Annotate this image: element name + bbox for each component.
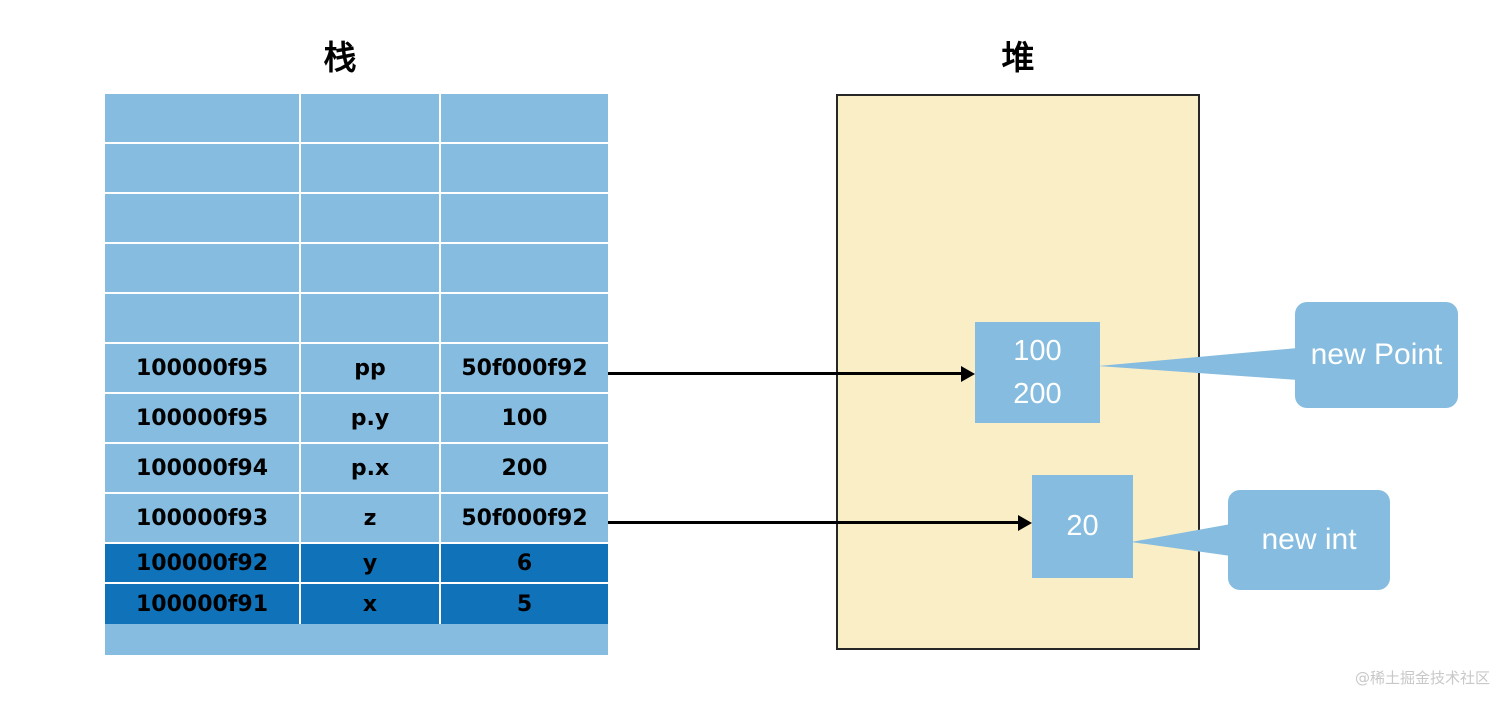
cell-value (441, 294, 608, 342)
callout-int-tail (1131, 524, 1231, 556)
table-row-y: 100000f92 y 6 (105, 544, 608, 584)
point-field-y: 200 (1013, 377, 1062, 410)
cell-address: 100000f91 (105, 584, 301, 624)
cell-name: x (301, 584, 441, 624)
cell-value: 6 (516, 550, 533, 576)
cell-address (105, 94, 301, 142)
cell-address (105, 144, 301, 192)
arrow-z-to-int-head (1018, 515, 1032, 531)
cell-name (301, 94, 441, 142)
stack-title: 栈 (323, 38, 357, 77)
cell-value: 50f000f92 (461, 355, 588, 381)
cell-value: 200 (501, 455, 548, 481)
arrow-z-to-int-line (608, 521, 1018, 524)
callout-new-int-label: new int (1261, 523, 1357, 556)
heap-object-point: 100 200 (975, 322, 1100, 423)
cell-name (301, 144, 441, 192)
cell-name (301, 244, 441, 292)
callout-point-tail (1098, 348, 1298, 380)
table-row-empty (105, 194, 608, 244)
cell-name: p.y (301, 394, 441, 442)
table-row-x: 100000f91 x 5 (105, 584, 608, 624)
callout-new-point: new Point (1295, 302, 1458, 408)
cell-value: 100 (501, 405, 548, 431)
callout-new-point-label: new Point (1310, 338, 1443, 371)
cell-address (105, 294, 301, 342)
stack-memory-table: 100000f95 pp 50f000f92 100000f95 p.y 100… (105, 94, 608, 655)
cell-address: 100000f92 (105, 544, 301, 582)
cell-value (441, 94, 608, 142)
arrow-pp-to-point-head (961, 366, 975, 382)
table-row-empty (105, 144, 608, 194)
table-row-empty (105, 244, 608, 294)
cell-address: 100000f95 (105, 394, 301, 442)
point-field-x: 100 (1013, 335, 1062, 368)
cell-name: p.x (301, 444, 441, 492)
table-row-empty (105, 294, 608, 344)
cell-address: 100000f93 (105, 494, 301, 542)
cell-name (301, 194, 441, 242)
callout-new-int: new int (1228, 490, 1390, 590)
cell-value (441, 194, 608, 242)
table-row-px: 100000f94 p.x 200 (105, 444, 608, 494)
table-row-py: 100000f95 p.y 100 (105, 394, 608, 444)
cell-value: 50f000f92 (461, 505, 588, 531)
int-value: 20 (1066, 510, 1099, 543)
arrow-pp-to-point-line (608, 372, 961, 375)
heap-object-int: 20 (1032, 475, 1133, 578)
cell-address (105, 244, 301, 292)
heap-title: 堆 (1001, 38, 1035, 77)
watermark: @稀土掘金技术社区 (1354, 669, 1490, 687)
cell-name: y (301, 544, 441, 582)
cell-value (441, 144, 608, 192)
cell-name: z (301, 494, 441, 542)
table-row-pp: 100000f95 pp 50f000f92 (105, 344, 608, 394)
cell-name: pp (301, 344, 441, 392)
cell-address: 100000f94 (105, 444, 301, 492)
table-row-z: 100000f93 z 50f000f92 (105, 494, 608, 544)
cell-address: 100000f95 (105, 344, 301, 392)
cell-name (301, 294, 441, 342)
table-row-empty (105, 94, 608, 144)
cell-value (441, 244, 608, 292)
cell-address (105, 194, 301, 242)
cell-value: 5 (516, 591, 533, 617)
